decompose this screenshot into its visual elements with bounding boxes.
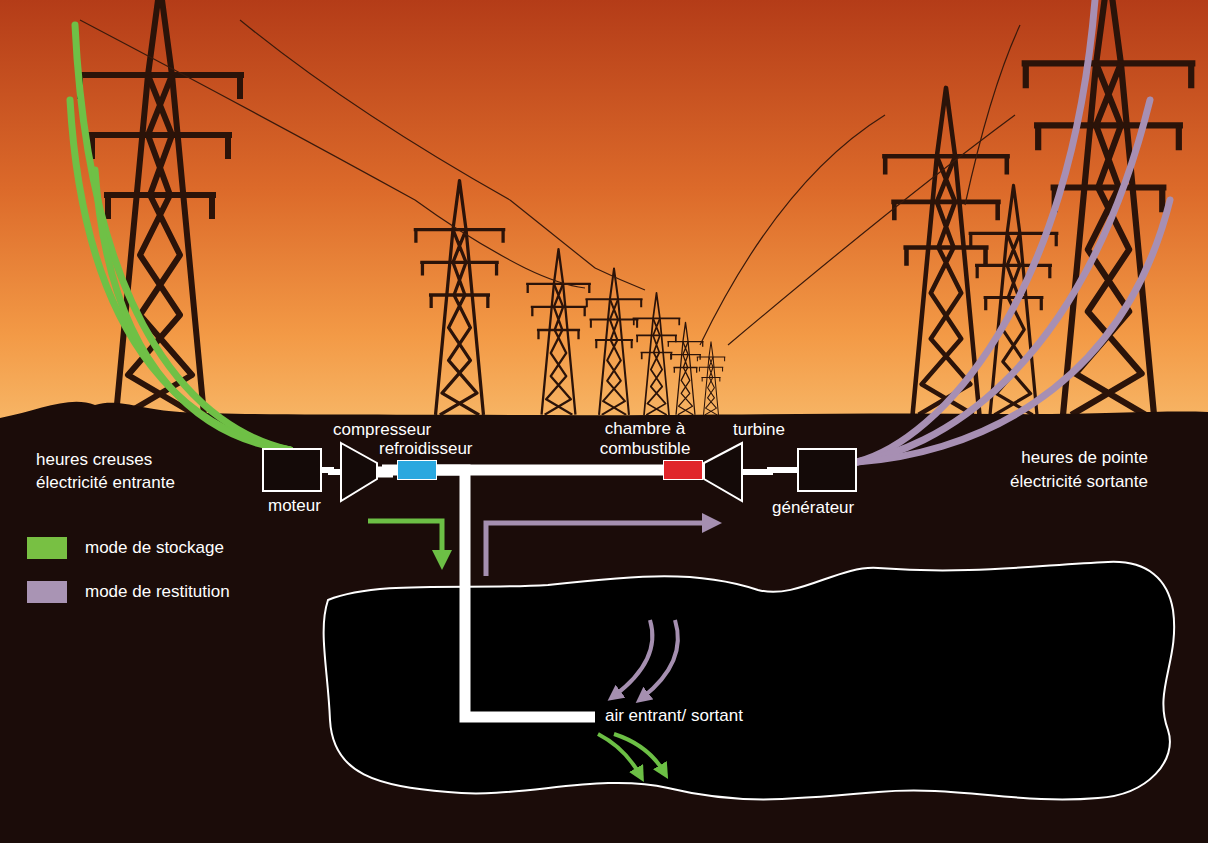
cooler-box: refroidisseur — [397, 460, 437, 480]
cavern-fill — [324, 562, 1175, 800]
drive-shaft — [322, 470, 340, 472]
node-label: refroidisseur — [379, 439, 473, 459]
node-label: générateur — [772, 498, 854, 518]
time-label: heures de pointe — [1021, 448, 1148, 468]
compressor-symbol: compresseur — [340, 442, 378, 502]
shape-outline — [318, 560, 1182, 808]
outline-path — [341, 443, 377, 501]
time-label: heures creuses — [36, 450, 152, 470]
motor-box: moteur — [262, 448, 322, 492]
drive-shaft — [743, 470, 797, 472]
time-label: électricité entrante — [36, 473, 175, 493]
flow-arrows — [368, 521, 712, 576]
node-label: turbine — [733, 420, 785, 440]
ground — [0, 402, 1208, 843]
incoming-wires — [70, 25, 290, 450]
outline-path — [704, 443, 742, 501]
turbine-symbol: turbine — [703, 442, 743, 502]
node-label: moteur — [268, 496, 321, 516]
underground-cavern: air entrant/ sortant — [318, 560, 1182, 808]
combustion-chamber: chambre à combustible — [663, 460, 703, 480]
air-pipe — [378, 470, 397, 472]
overhead-lines — [80, 20, 1020, 345]
node-label: compresseur — [333, 420, 431, 440]
legend-text: mode de restitution — [85, 582, 230, 602]
node-label: chambre à combustible — [591, 419, 699, 459]
shape-outline — [703, 442, 743, 502]
air-pipe — [437, 470, 595, 717]
air-pipe — [437, 465, 663, 476]
legend-swatch — [27, 581, 67, 603]
outgoing-wires — [857, 0, 1170, 462]
legend-swatch — [27, 537, 67, 559]
generator-box: générateur — [797, 448, 857, 492]
legend-text: mode de stockage — [85, 538, 224, 558]
shape-outline — [340, 442, 378, 502]
cavern-flow-arrows — [598, 620, 678, 775]
outline-path — [324, 562, 1175, 800]
node-label: air entrant/ sortant — [605, 706, 743, 726]
time-label: électricité sortante — [1010, 472, 1148, 492]
